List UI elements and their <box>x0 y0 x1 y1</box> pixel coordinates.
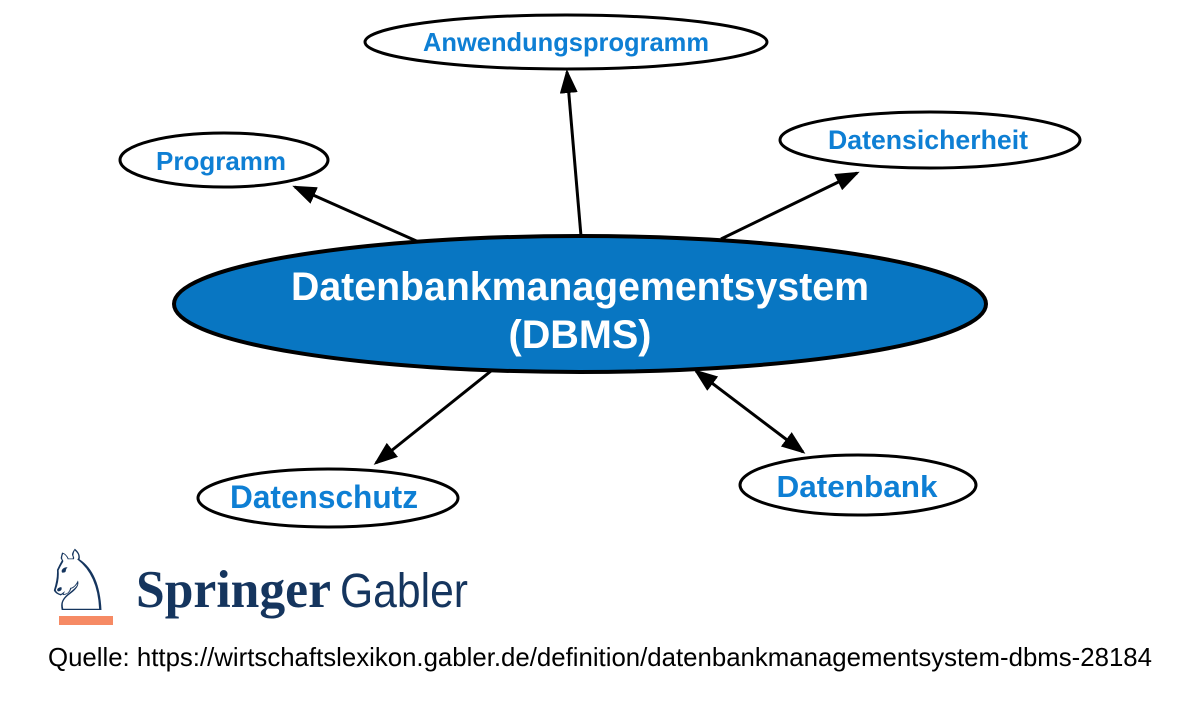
edge-dbms-programm <box>292 185 422 245</box>
logo-text-springer: Springer <box>136 561 331 619</box>
edge-dbms-datensicherheit <box>720 171 860 241</box>
source-citation: Quelle: https://wirtschaftslexikon.gable… <box>48 642 1152 672</box>
node-dbms: Datenbankmanagementsystem (DBMS) <box>172 234 988 374</box>
springer-gabler-logo: ♘ Springer Gabler <box>40 532 468 630</box>
anwendungsprogramm-label: Anwendungsprogramm <box>423 27 709 57</box>
dbms-label-line1: Datenbankmanagementsystem <box>291 265 869 309</box>
datenbank-label: Datenbank <box>777 469 939 504</box>
dbms-label-line2: (DBMS) <box>509 313 652 357</box>
anwendungsprogramm-ellipse <box>363 13 769 71</box>
diagram-edges <box>292 69 860 465</box>
logo-text-gabler: Gabler <box>340 565 468 618</box>
edge-dbms-datenbank-bidirectional <box>693 369 806 454</box>
datenschutz-ellipse <box>196 467 460 529</box>
node-programm: Programm <box>118 131 330 189</box>
datensicherheit-label: Datensicherheit <box>828 125 1028 155</box>
node-datenbank: Datenbank <box>738 453 978 517</box>
edge-dbms-datenschutz <box>373 369 492 465</box>
node-datenschutz: Datenschutz <box>196 467 460 529</box>
programm-label: Programm <box>156 146 286 176</box>
logo-orange-underline <box>59 616 113 625</box>
datenbank-ellipse <box>738 453 978 517</box>
node-anwendungsprogramm: Anwendungsprogramm <box>363 13 769 71</box>
dbms-ellipse <box>172 234 988 374</box>
springer-knight-icon: ♘ <box>40 532 115 630</box>
edge-dbms-anwendungsprogramm <box>559 69 583 237</box>
datensicherheit-ellipse <box>778 110 1082 170</box>
programm-ellipse <box>118 131 330 189</box>
datenschutz-label: Datenschutz <box>230 479 418 515</box>
node-datensicherheit: Datensicherheit <box>778 110 1082 170</box>
